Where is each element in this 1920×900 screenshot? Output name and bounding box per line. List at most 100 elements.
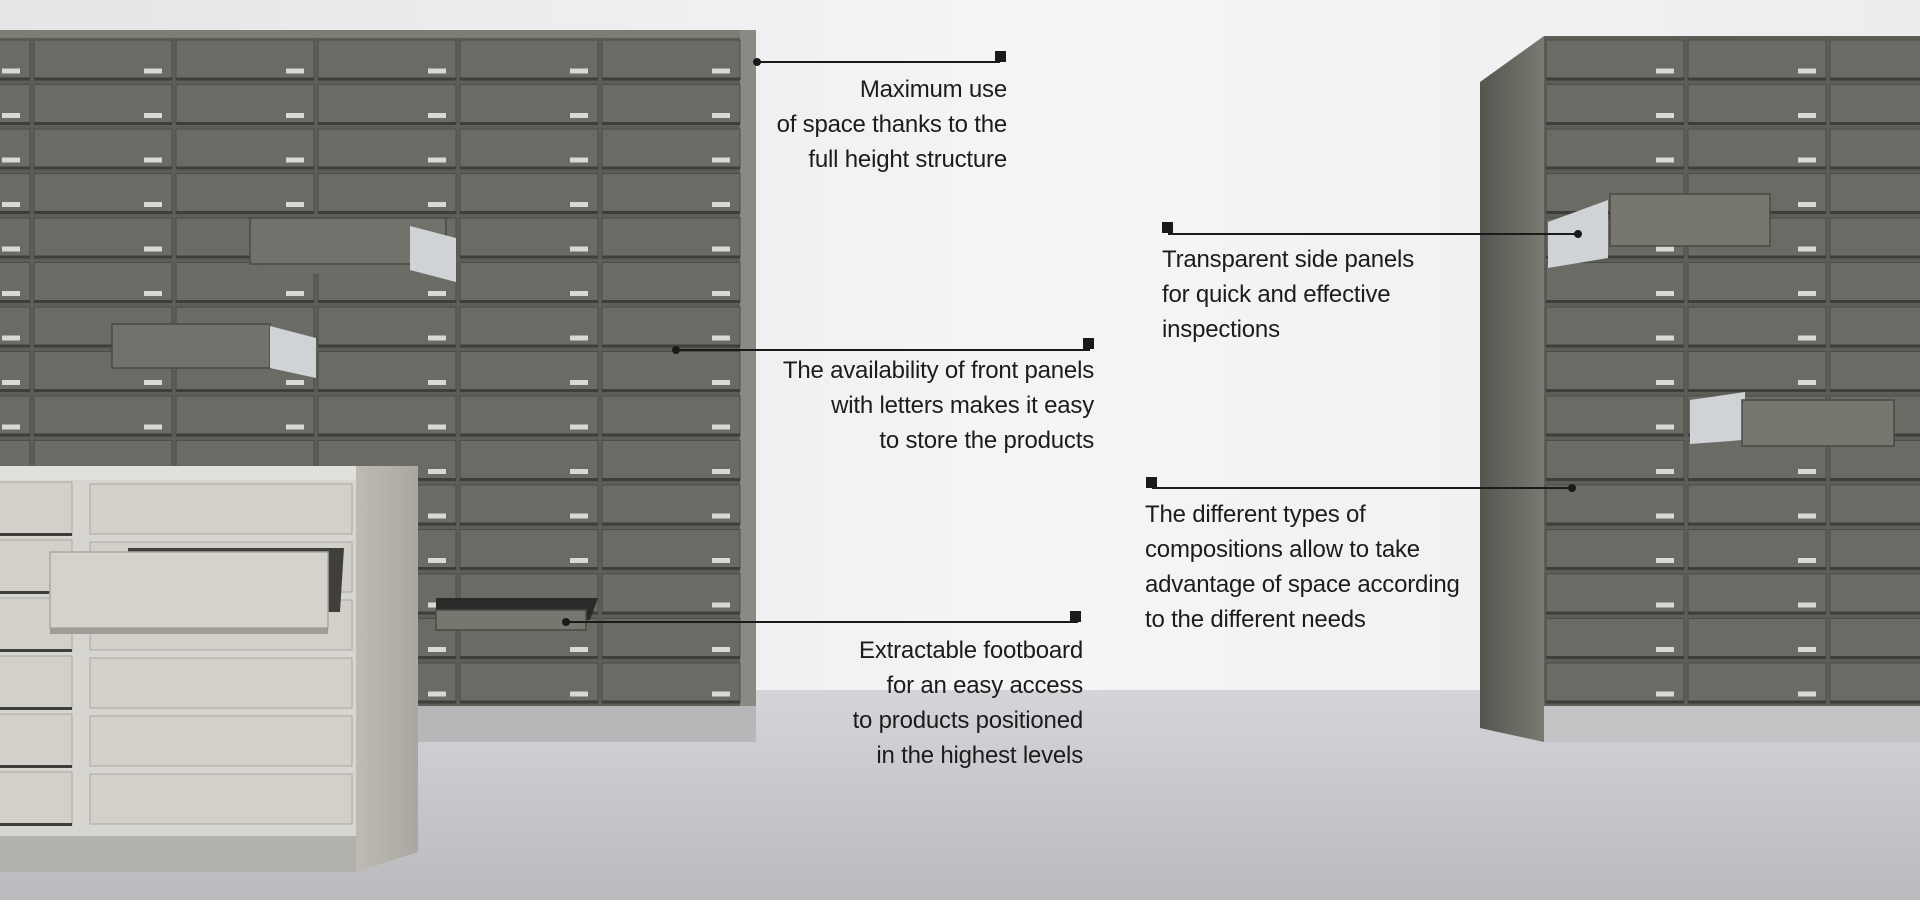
callout-line: inspections [1162,316,1280,343]
drawer-shadow [34,77,172,81]
drawer-label [1798,68,1816,74]
drawer-shadow [1546,166,1684,170]
drawer-front [0,771,73,826]
callout-line: for quick and effective [1162,281,1391,308]
drawer-shadow [34,255,172,259]
drawer-front [317,351,457,392]
drawer-label [1656,513,1674,519]
drawer-front [459,351,599,392]
callout-line: for an easy access [886,672,1084,699]
right-cabinet [1480,36,1920,742]
drawer-label [1656,291,1674,296]
drawer-shadow [602,255,740,259]
drawer-label [428,291,446,296]
drawer-front [1687,39,1827,80]
drawer-label [286,157,304,163]
drawer-front [601,529,741,570]
drawer-front [0,655,73,710]
drawer-shadow [1688,611,1826,615]
drawer-shadow [460,211,598,214]
drawer-label [712,424,730,430]
drawer-shadow [1546,567,1684,570]
drawer-label [286,424,304,430]
drawer-front [1687,262,1827,303]
drawer-shadow [34,211,172,214]
callout-line: The availability of front panels [782,357,1094,384]
drawer-shadow [34,300,172,303]
drawer-label [286,113,304,118]
drawer-shadow [602,567,740,570]
drawer-label [2,202,20,207]
drawer-shadow [1688,344,1826,348]
callout-line: to the different needs [1145,606,1366,633]
drawer-shadow [1830,77,1920,81]
drawer-shadow [1546,344,1684,348]
drawer-label [712,513,730,519]
drawer-front [1687,529,1827,570]
drawer-shadow [0,591,72,594]
drawer-shadow [1546,656,1684,659]
drawer-shadow [1830,344,1920,348]
drawer-shadow [176,433,314,437]
drawer-label [428,513,446,519]
drawer-label [570,157,588,163]
callout-line: of space thanks to the [776,111,1008,138]
drawer-label [144,157,162,163]
drawer-shadow [318,433,456,437]
drawer-label [1656,380,1674,385]
drawer-shadow [1830,567,1920,570]
drawer-label [2,380,20,385]
drawer-label [712,380,730,385]
callout-line: Maximum use [859,76,1007,103]
drawer-shadow [1546,478,1684,481]
drawer-front [459,395,599,436]
drawer-front [0,351,31,392]
callout-letters: The availability of front panels with le… [694,353,1094,458]
drawer-front [459,39,599,80]
callout-space: Maximum use of space thanks to the full … [720,72,1008,177]
drawer-label [712,68,730,74]
drawer-front [89,715,353,767]
open-drawers-left [111,217,598,631]
drawer-shadow [176,77,314,81]
drawer-label [570,558,588,563]
drawer-front [0,713,73,768]
drawer-front [89,773,353,825]
drawer-label [144,202,162,207]
drawer-shadow [1830,300,1920,303]
drawer-label [2,424,20,430]
drawer-front [1829,306,1920,347]
drawer-shadow [1688,300,1826,303]
drawer-shadow [1830,656,1920,659]
drawer-shadow [0,433,30,437]
drawer-shadow [602,77,740,81]
callout-compositions: The different types of compositions allo… [1145,497,1485,637]
drawer-shadow [34,433,172,437]
drawer-front [1545,262,1685,303]
drawer-front [601,217,741,258]
drawer-shadow [1546,255,1684,259]
drawer-label [428,691,446,697]
drawer-shadow [1830,122,1920,125]
drawer-label [286,68,304,74]
drawer-front [33,84,173,125]
drawer-shadow [460,656,598,659]
drawer-front [0,262,31,303]
drawer-shadow [1688,166,1826,170]
callout-line: Extractable footboard [859,637,1083,664]
drawer-shadow [1830,166,1920,170]
drawer-label [570,291,588,296]
drawer-front [1687,351,1827,392]
drawer-shadow [1688,389,1826,392]
drawer-label [1656,68,1674,74]
drawer-shadow [460,300,598,303]
drawer-front [1829,662,1920,703]
drawer-shadow [460,77,598,81]
drawer-label [144,424,162,430]
drawer-front [459,529,599,570]
drawer-shadow [602,478,740,481]
drawer-shadow [1830,389,1920,392]
light-cabinet [0,466,418,872]
drawer-shadow [1546,700,1684,704]
drawer-front [459,217,599,258]
